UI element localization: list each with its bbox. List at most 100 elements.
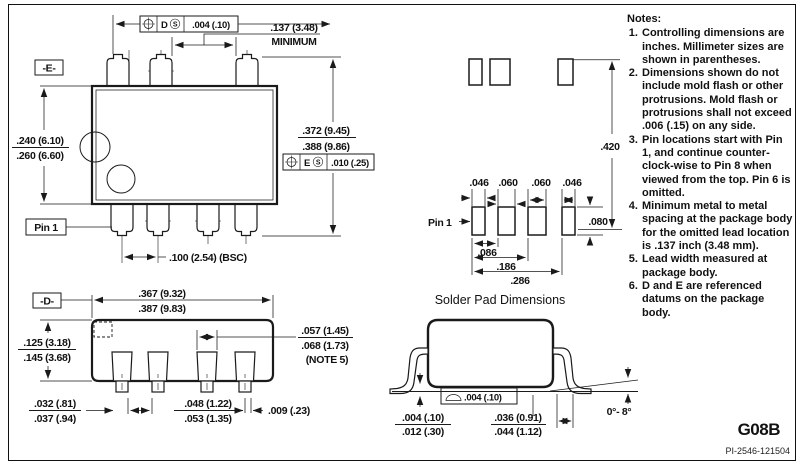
dim-side-body-height-min: .125 (3.18) bbox=[23, 337, 70, 349]
fcf-e-tolerance: .010 (.25) bbox=[331, 158, 369, 169]
dim-foot-length: .036 (0.91) .044 (1.12) bbox=[491, 394, 574, 438]
dim-foot-width-max: .037 (.94) bbox=[34, 413, 76, 425]
pad-width-4: .046 bbox=[562, 177, 582, 189]
dim-foot-length-max: .044 (1.12) bbox=[494, 426, 541, 438]
solder-pin1-label: Pin 1 bbox=[428, 217, 452, 229]
dim-lead-gap-min: .048 (1.22) bbox=[184, 398, 231, 410]
solder-pad-view: .420 .046 .060 .060 .046 bbox=[428, 58, 622, 307]
dim-body-length: .367 (9.32) .387 (9.83) bbox=[91, 288, 274, 318]
solder-pad-top-1 bbox=[468, 58, 483, 86]
dim-overall-width-max: .388 (9.86) bbox=[302, 141, 349, 153]
lead-bottom-2 bbox=[146, 204, 170, 237]
dim-body-length-min: .367 (9.32) bbox=[138, 288, 185, 300]
end-view: 0°- 8° .004 (.10) .004 (.10) .012 (.30) … bbox=[389, 318, 639, 438]
pin1-label: Pin 1 bbox=[34, 222, 58, 234]
dim-overall-width: .372 (9.45) .388 (9.86) E S .010 (.25) bbox=[262, 56, 375, 237]
dim-min-gap-qualifier: MINIMUM bbox=[271, 36, 317, 48]
dim-lead-width-note: (NOTE 5) bbox=[306, 354, 349, 366]
dim-standoff-min: .004 (.10) bbox=[402, 412, 444, 424]
dim-body-height-min: .240 (6.10) bbox=[16, 135, 63, 147]
document-number: PI-2546-121504 bbox=[725, 446, 790, 456]
dim-standoff-max: .012 (.30) bbox=[402, 426, 444, 438]
flatness-tolerance: .004 (.10) bbox=[464, 393, 502, 404]
lead-bottom-1 bbox=[110, 204, 134, 237]
dim-side-body-height: .125 (3.18) .145 (3.68) bbox=[18, 319, 92, 382]
dim-lead-angle-value: 0°- 8° bbox=[607, 406, 632, 418]
dim-pattern-height-value: .420 bbox=[600, 141, 620, 153]
package-code: G08B bbox=[737, 420, 781, 439]
lead-top-2 bbox=[149, 53, 173, 86]
dim-body-height: -E- .240 (6.10) .260 (6.60) bbox=[12, 59, 92, 205]
lead-top-3 bbox=[235, 53, 259, 86]
solder-pad-top-3 bbox=[557, 58, 574, 86]
solder-pad-3 bbox=[527, 206, 547, 236]
mold-mark-circle bbox=[79, 131, 111, 163]
dim-lead-pitch: .100 (2.54) (BSC) bbox=[124, 252, 247, 264]
dim-pad-height-value: .080 bbox=[588, 216, 608, 228]
fcf-d-modifier: S bbox=[173, 21, 178, 28]
dim-pad-widths: .046 .060 .060 .046 bbox=[461, 177, 582, 208]
dim-lead-angle: 0°- 8° bbox=[607, 367, 632, 418]
s-modifier-icon: S bbox=[169, 18, 181, 29]
solder-pad-4 bbox=[561, 206, 576, 236]
dim-pad-height: .080 bbox=[577, 196, 608, 246]
solder-pin1-callout: Pin 1 bbox=[428, 217, 471, 229]
dim-body-height-max: .260 (6.60) bbox=[16, 150, 63, 162]
lead-top-1 bbox=[106, 53, 130, 86]
dim-lead-width-max: .068 (1.73) bbox=[301, 340, 348, 352]
drawing-border bbox=[8, 4, 796, 461]
pin1-indicator-circle bbox=[106, 164, 136, 194]
fcf-e-modifier: S bbox=[316, 159, 321, 166]
note-item-2: Dimensions shown do not include mold fla… bbox=[641, 67, 794, 133]
dim-lead-width-min: .057 (1.45) bbox=[301, 325, 348, 337]
lead-left-end-view bbox=[389, 347, 429, 395]
solder-pad-2 bbox=[497, 206, 516, 236]
dim-lead-thickness-value: .009 (.23) bbox=[268, 405, 310, 417]
notes-list: Controlling dimensions are inches. Milli… bbox=[627, 27, 794, 320]
note-item-4: Minimum metal to metal spacing at the pa… bbox=[641, 200, 794, 253]
dim-pad-spacings: .086 .186 .286 bbox=[471, 238, 563, 287]
top-view: D S .004 (.10) .137 (3.48) MINIMUM -E- bbox=[12, 15, 375, 264]
fcf-d-tolerance: .004 (.10) bbox=[192, 20, 230, 31]
side-view-leads bbox=[111, 351, 256, 393]
dim-lead-gap-max: .053 (1.35) bbox=[184, 413, 231, 425]
dim-side-body-height-max: .145 (3.68) bbox=[23, 352, 70, 364]
note-item-5: Lead width measured at package body. bbox=[641, 253, 794, 280]
dim-lead-thickness: .009 (.23) bbox=[233, 398, 310, 417]
position-symbol-icon bbox=[142, 17, 155, 31]
spacing-2: .186 bbox=[496, 261, 516, 273]
dim-overall-width-min: .372 (9.45) bbox=[302, 125, 349, 137]
dim-pattern-height: .420 bbox=[573, 59, 622, 230]
datum-e-label: -E- bbox=[42, 63, 56, 75]
package-body-end-view bbox=[426, 318, 555, 389]
solder-pad-1 bbox=[471, 206, 486, 236]
dim-foot-length-min: .036 (0.91) bbox=[494, 412, 541, 424]
flatness-frame: .004 (.10) bbox=[440, 387, 518, 405]
note-item-3: Pin locations start with Pin 1, and cont… bbox=[641, 134, 794, 200]
dim-lead-pitch-value: .100 (2.54) (BSC) bbox=[169, 252, 247, 264]
pad-width-1: .046 bbox=[469, 177, 489, 189]
note-item-1: Controlling dimensions are inches. Milli… bbox=[641, 27, 794, 67]
lead-bottom-3 bbox=[196, 204, 220, 237]
dim-foot-width-min: .032 (.81) bbox=[34, 398, 76, 410]
s-modifier-icon: S bbox=[312, 156, 324, 167]
note-item-6: D and E are referenced datums on the pac… bbox=[641, 280, 794, 320]
dim-foot-width: .032 (.81) .037 (.94) bbox=[29, 398, 114, 425]
solder-pad-top-2 bbox=[489, 58, 511, 86]
fcf-d-datum: D bbox=[161, 20, 168, 31]
flatness-icon bbox=[445, 394, 462, 401]
lead-bottom-4 bbox=[234, 204, 258, 237]
package-body-side-view bbox=[90, 318, 275, 383]
notes-panel: Notes: Controlling dimensions are inches… bbox=[627, 13, 794, 320]
dim-body-length-max: .387 (9.83) bbox=[138, 303, 185, 315]
dim-min-gap-value: .137 (3.48) bbox=[270, 22, 317, 34]
spacing-3: .286 bbox=[510, 275, 530, 287]
dim-standoff: .004 (.10) .012 (.30) bbox=[395, 373, 451, 438]
package-body-top-view bbox=[90, 84, 279, 206]
pad-width-2: .060 bbox=[498, 177, 518, 189]
datum-d-callout: -D- bbox=[32, 292, 92, 309]
notes-title: Notes: bbox=[627, 13, 662, 25]
pin1-callout: Pin 1 bbox=[25, 218, 112, 236]
